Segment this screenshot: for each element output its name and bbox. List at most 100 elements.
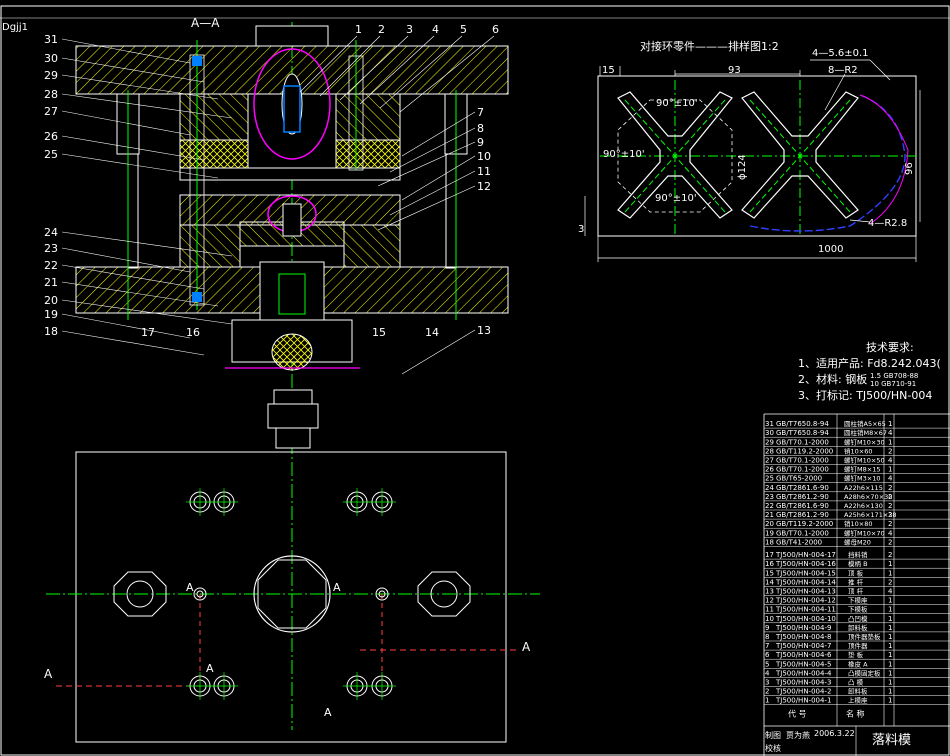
bom-num-7: 7 (765, 642, 769, 650)
balloon-23: 23 (44, 242, 58, 255)
balloon-5: 5 (460, 23, 467, 36)
bom-num-22: 22 (765, 502, 774, 510)
bom-qty-15: 1 (888, 569, 892, 577)
drawing-frame (0, 5, 950, 756)
bom-code-21: GB/T2861.2-90 (776, 511, 829, 519)
bom-code-27: GB/T70.1-2000 (776, 457, 829, 465)
bom-code-8: TJ500/HN-004-8 (775, 633, 831, 641)
bom-num-2: 2 (765, 688, 769, 696)
bom-qty-23: 2 (888, 493, 892, 501)
bom-code-6: TJ500/HN-004-6 (775, 651, 832, 659)
dim-angle-1: 90°±10' (656, 98, 698, 109)
bom-code-22: GB/T2861.6-90 (776, 502, 829, 510)
bom-name-28: 销10×60 (844, 446, 873, 455)
dim-3: 3 (578, 224, 584, 235)
drawn-date: 2006.3.22 (814, 729, 855, 738)
tech-requirements: 技术要求: 1、适用产品: Fd8.242.043( 2、材料: 钢板 3、打标… (798, 341, 941, 402)
bom-qty-16: 1 (888, 560, 892, 568)
bom-code-26: GB/T70.1-2000 (776, 466, 829, 474)
plan-mark-a-1: A (186, 581, 194, 594)
bom-name-31: 圆柱销A5×65 (844, 419, 886, 428)
balloon-12: 12 (477, 180, 491, 193)
layout-title: 对接环零件———排样图1:2 (640, 39, 779, 53)
bom-num-31: 31 (765, 420, 774, 428)
balloon-2: 2 (378, 23, 385, 36)
plan-view: A A A A A A (44, 451, 540, 743)
bom-num-15: 15 (765, 569, 774, 577)
bom-qty-2: 1 (888, 688, 892, 696)
dim-4-5.6: 4—5.6±0.1 (812, 48, 869, 59)
corner-label: Dgjj1 (2, 22, 28, 33)
balloon-26: 26 (44, 130, 58, 143)
plan-mark-a-4: A (324, 706, 332, 719)
bom-code-23: GB/T2861.2-90 (776, 493, 829, 501)
balloon-8: 8 (477, 122, 484, 135)
bom-name-9: 卸料板 (848, 623, 868, 632)
bom-qty-30: 4 (888, 429, 893, 437)
bom-name-10: 凸凹模 (848, 614, 868, 623)
balloon-10: 10 (477, 150, 491, 163)
bom-header-code: 代 号 (788, 709, 807, 719)
bom-name-26: 螺钉M8×15 (844, 465, 880, 474)
bom-code-5: TJ500/HN-004-5 (775, 660, 831, 668)
balloon-16: 16 (186, 326, 200, 339)
balloon-7: 7 (477, 106, 484, 119)
bom-qty-4: 1 (888, 669, 892, 677)
bom-code-16: TJ500/HN-004-16 (775, 560, 836, 568)
bom-name-11: 下模板 (848, 605, 868, 614)
bom-num-11: 11 (765, 606, 774, 614)
bom-num-5: 5 (765, 660, 769, 668)
bom-code-9: TJ500/HN-004-9 (775, 624, 831, 632)
bom-qty-10: 1 (888, 615, 892, 623)
balloon-17: 17 (141, 326, 155, 339)
bom-qty-22: 2 (888, 502, 892, 510)
bom-num-26: 26 (765, 466, 774, 474)
bom-qty-31: 1 (888, 420, 892, 428)
bom-code-15: TJ500/HN-004-15 (775, 569, 836, 577)
dowel-hole-0 (193, 587, 207, 601)
bom-qty-1: 1 (888, 697, 892, 705)
nut (267, 403, 319, 429)
balloon-4: 4 (432, 23, 439, 36)
bom-qty-3: 1 (888, 679, 892, 687)
plan-mark-a-3: A (206, 662, 214, 675)
balloon-25: 25 (44, 148, 58, 161)
plan-mark-a-2: A (333, 581, 341, 594)
bom-code-28: GB/T119.2-2000 (776, 447, 833, 455)
bom-num-1: 1 (765, 697, 769, 705)
tech-line-2: 2、材料: 钢板 (798, 372, 867, 386)
bom-name-23: A28h6×70×30 (844, 493, 892, 501)
bom-num-29: 29 (765, 438, 774, 446)
dim-93: 93 (728, 65, 741, 76)
bom-num-14: 14 (765, 578, 774, 586)
bom-qty-20: 2 (888, 520, 892, 528)
bom-num-8: 8 (765, 633, 769, 641)
bom-code-14: TJ500/HN-004-14 (775, 578, 836, 586)
bom-qty-25: 4 (888, 475, 893, 483)
balloon-30: 30 (44, 52, 58, 65)
dim-angle-2: 90°±10' (603, 149, 645, 160)
bom-code-29: GB/T70.1-2000 (776, 438, 829, 446)
bom-name-25: 螺钉M3×10 (844, 474, 880, 483)
balloon-24: 24 (44, 226, 58, 239)
bom-name-12: 下模座 (848, 596, 868, 605)
dowel-hole-1 (375, 587, 389, 601)
bom-name-29: 螺钉M10×30 (844, 437, 885, 446)
check-label: 校核 (765, 743, 781, 753)
bom-qty-7: 1 (888, 642, 892, 650)
bom-qty-21: 2 (888, 511, 892, 519)
plan-holes (186, 488, 396, 700)
section-view: A—A (75, 16, 509, 730)
bom-header-name: 名 称 (846, 709, 865, 719)
bom-num-10: 10 (765, 615, 774, 623)
balloon-14: 14 (425, 326, 439, 339)
bom-num-18: 18 (765, 538, 774, 546)
bom-code-20: GB/T119.2-2000 (776, 520, 833, 528)
dim-15: 15 (602, 65, 615, 76)
bom-qty-17: 2 (888, 551, 892, 559)
bom-num-12: 12 (765, 597, 774, 605)
bom-code-4: TJ500/HN-004-4 (775, 669, 832, 677)
